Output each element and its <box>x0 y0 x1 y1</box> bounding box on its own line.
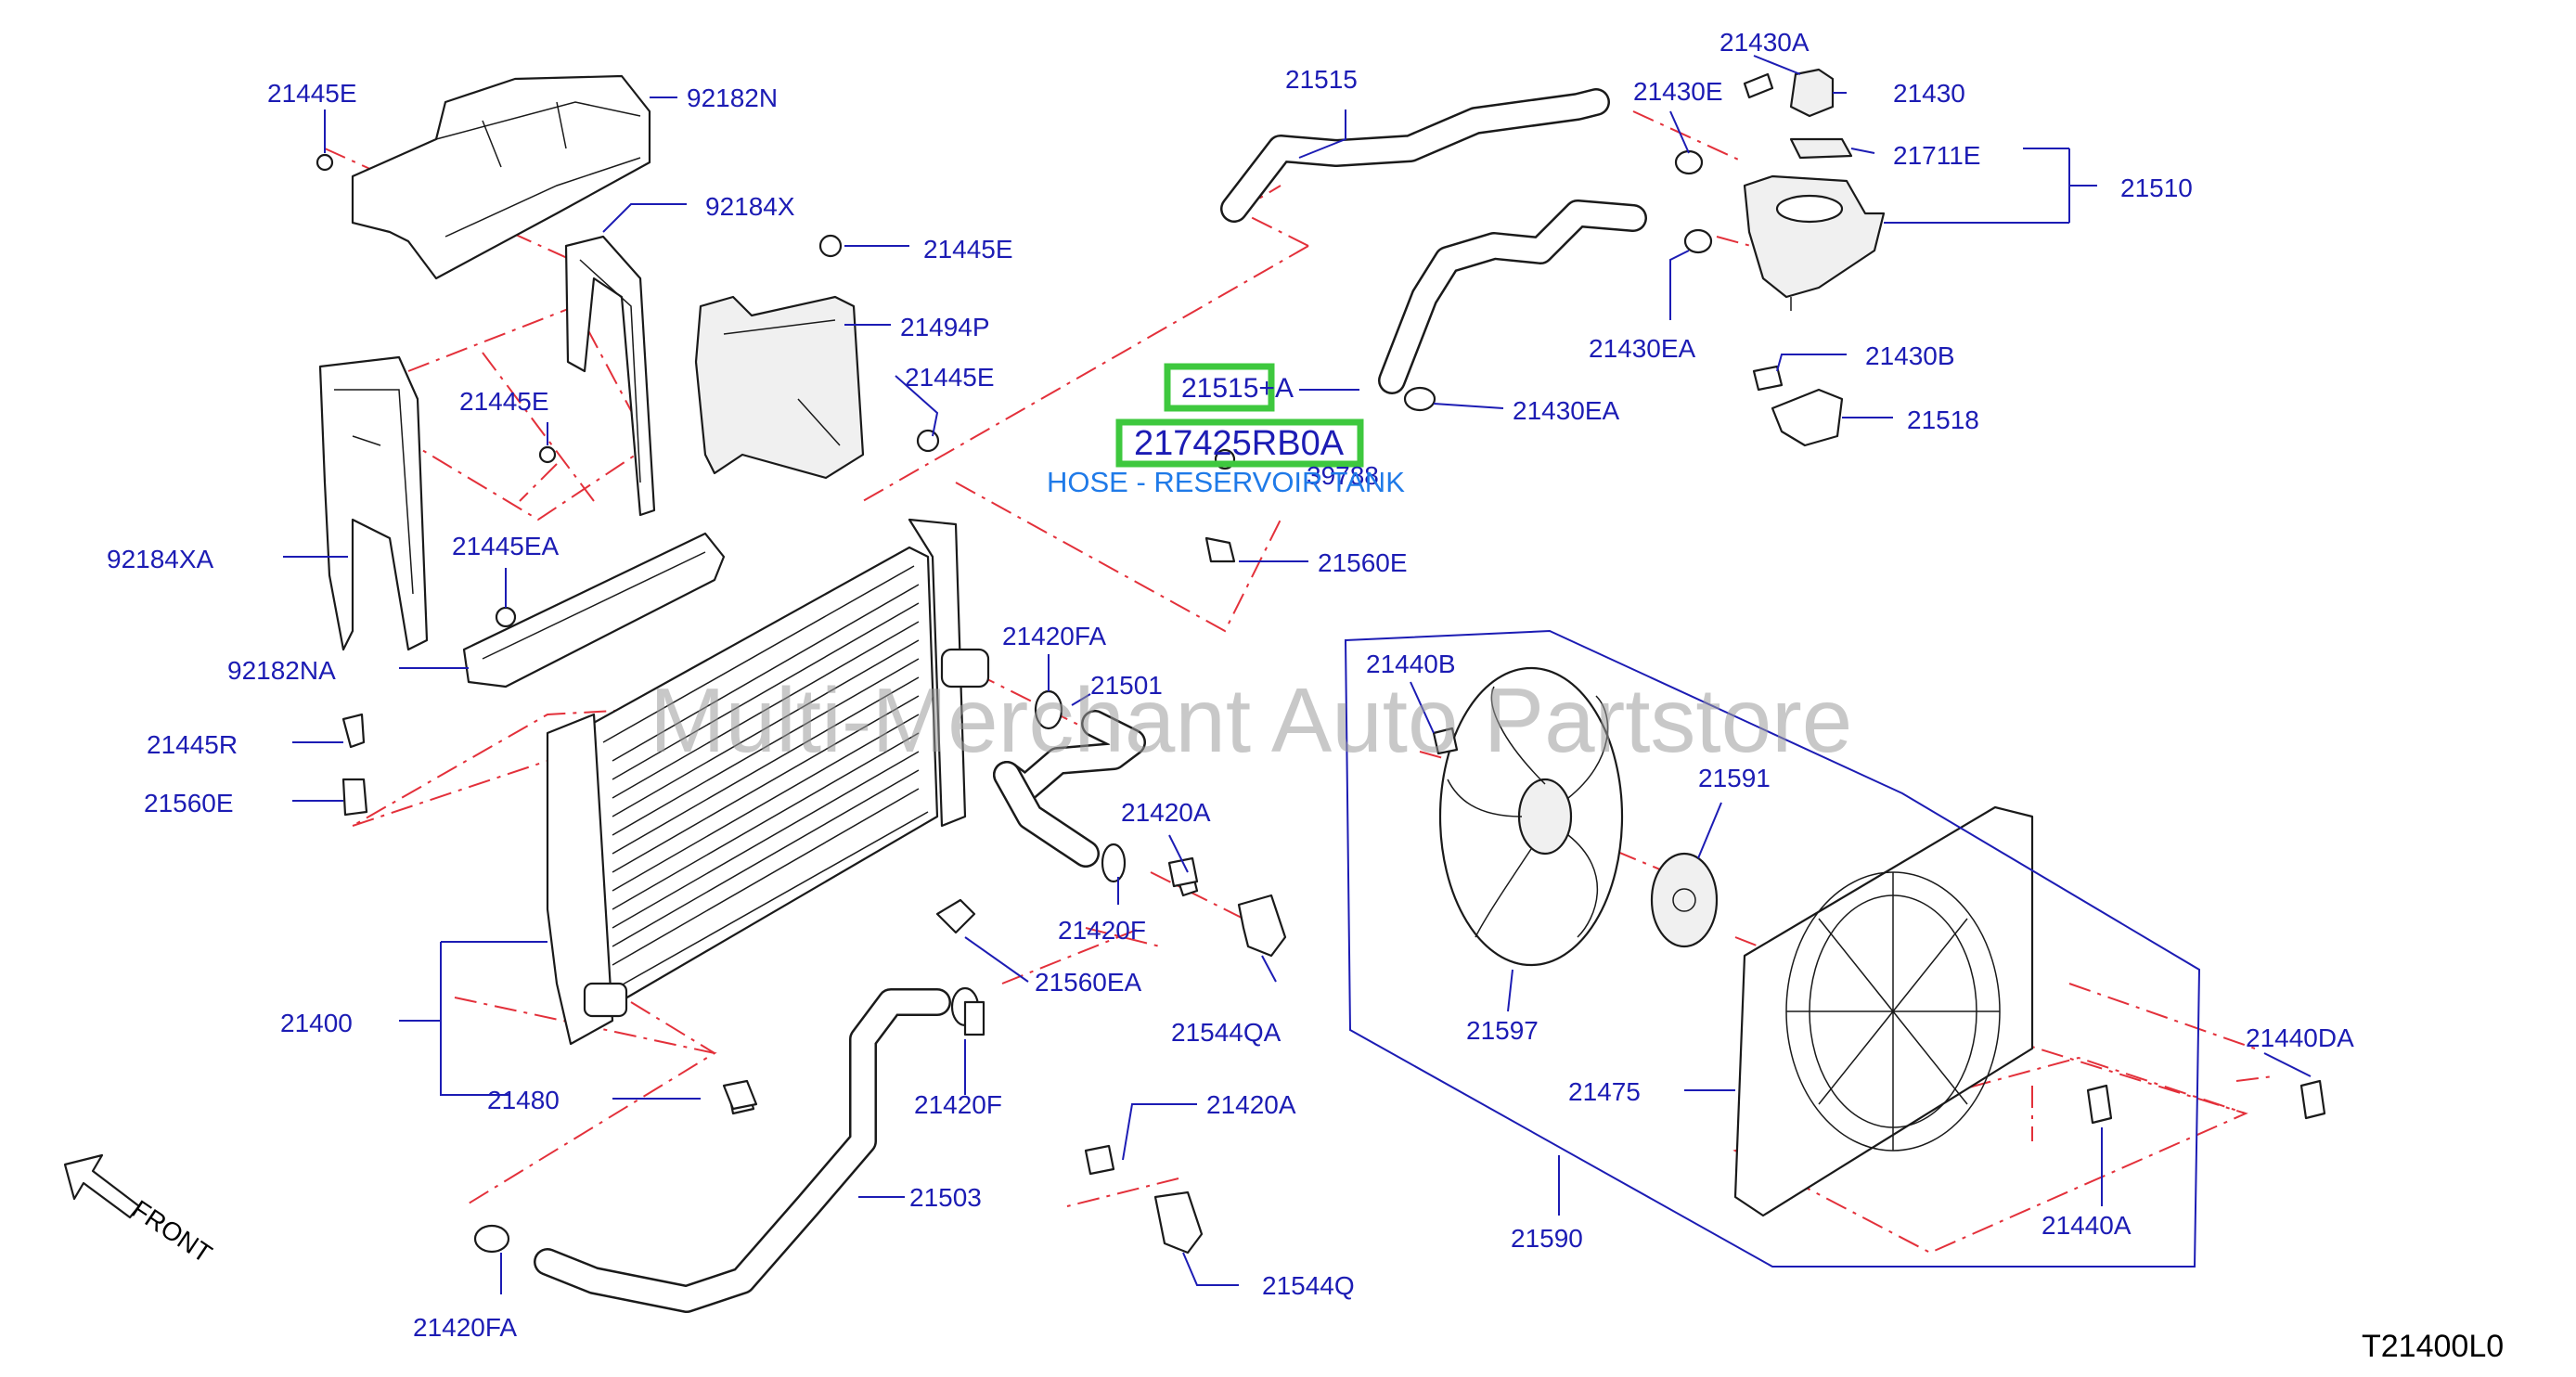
reservoir-tank-21510 <box>1743 174 1886 311</box>
highlight-boxes <box>1115 363 1364 468</box>
label-21445EA[interactable]: 21445EA <box>452 532 560 560</box>
label-21420A-b[interactable]: 21420A <box>1206 1090 1296 1119</box>
label-21510[interactable]: 21510 <box>2120 174 2193 202</box>
radiator-21400 <box>546 518 990 1046</box>
front-orientation: FRONT <box>63 1153 217 1268</box>
label-21560E-a[interactable]: 21560E <box>144 789 234 817</box>
label-21430E[interactable]: 21430E <box>1633 77 1723 106</box>
upper-shroud-92182N <box>351 74 651 280</box>
part-labels: 21445E 92182N 92184X 21445E 21494P 21445… <box>107 28 2354 1342</box>
bracket-21518 <box>1771 388 1844 447</box>
label-21430B[interactable]: 21430B <box>1865 341 1955 370</box>
label-92184XA[interactable]: 92184XA <box>107 545 214 573</box>
side-air-guide-92184X <box>564 235 656 517</box>
front-arrow-icon <box>63 1153 141 1219</box>
reservoir-cap-21430 <box>1789 68 1835 118</box>
label-21440A[interactable]: 21440A <box>2041 1211 2132 1240</box>
label-21445E-d[interactable]: 21445E <box>459 387 549 416</box>
label-21711E[interactable]: 21711E <box>1893 141 1980 170</box>
label-21518[interactable]: 21518 <box>1907 405 1979 434</box>
label-21475[interactable]: 21475 <box>1568 1077 1641 1106</box>
label-21501[interactable]: 21501 <box>1090 671 1163 700</box>
part-number-label[interactable]: 217425RB0A <box>1134 424 1345 463</box>
diagram-code: T21400L0 <box>2362 1329 2504 1364</box>
label-21430A[interactable]: 21430A <box>1719 28 1810 57</box>
label-21560EA[interactable]: 21560EA <box>1035 968 1142 997</box>
label-21430[interactable]: 21430 <box>1893 79 1965 108</box>
label-21560E-b[interactable]: 21560E <box>1318 548 1408 577</box>
label-21420F-a[interactable]: 21420F <box>1058 916 1146 945</box>
label-21400[interactable]: 21400 <box>280 1009 353 1037</box>
label-21494P[interactable]: 21494P <box>900 313 990 341</box>
label-92184X[interactable]: 92184X <box>705 192 795 221</box>
label-21445R[interactable]: 21445R <box>147 730 238 759</box>
part-number-highlight-box <box>1115 418 1364 468</box>
label-21420FA-b[interactable]: 21420FA <box>413 1313 517 1342</box>
label-21503[interactable]: 21503 <box>909 1183 982 1212</box>
label-21420A-a[interactable]: 21420A <box>1121 798 1211 827</box>
label-21445E-b[interactable]: 21445E <box>923 235 1013 264</box>
brackets-21544 <box>1084 856 1287 1255</box>
label-21591[interactable]: 21591 <box>1698 764 1771 792</box>
air-guide-21494P <box>694 295 865 480</box>
fan-shroud-21475 <box>1733 805 2034 1217</box>
label-39788[interactable]: 39788 <box>1307 461 1379 490</box>
label-21440B[interactable]: 21440B <box>1366 650 1456 678</box>
cooling-fan-21597 <box>1438 666 1624 967</box>
label-21544QA[interactable]: 21544QA <box>1171 1018 1282 1047</box>
fan-bolts <box>1432 727 2326 1125</box>
hose-reservoir-tank <box>1378 199 1647 394</box>
label-21430EA-b[interactable]: 21430EA <box>1513 396 1620 425</box>
label-21420FA-a[interactable]: 21420FA <box>1002 622 1106 650</box>
label-21544Q[interactable]: 21544Q <box>1262 1271 1355 1300</box>
fan-motor-21591 <box>1650 852 1719 948</box>
lower-shroud-92182NA <box>462 532 726 688</box>
label-92182NA[interactable]: 92182NA <box>227 656 336 685</box>
watermark-text: Multi-Merchant Auto Partstore <box>650 669 1852 771</box>
label-plate-21711E <box>1789 137 1853 160</box>
label-21445E-c[interactable]: 21445E <box>905 363 995 392</box>
lower-hose-21503 <box>534 988 951 1313</box>
drain-plug-21480 <box>722 1079 758 1111</box>
leader-lines <box>283 55 2312 1294</box>
label-21440DA[interactable]: 21440DA <box>2246 1023 2354 1052</box>
label-21430EA-a[interactable]: 21430EA <box>1589 334 1696 363</box>
kit-number-label[interactable]: 21515+A <box>1181 373 1294 404</box>
label-21597[interactable]: 21597 <box>1466 1016 1539 1045</box>
hose-21515 <box>1220 88 1610 223</box>
label-21590[interactable]: 21590 <box>1511 1224 1583 1253</box>
label-21445E-a[interactable]: 21445E <box>267 79 357 108</box>
label-21420F-b[interactable]: 21420F <box>914 1090 1002 1119</box>
upper-hose-21501 <box>993 710 1146 868</box>
hose-clamps <box>473 149 1713 1254</box>
label-21515[interactable]: 21515 <box>1285 65 1358 94</box>
label-21480[interactable]: 21480 <box>487 1086 560 1114</box>
label-92182N[interactable]: 92182N <box>687 84 778 112</box>
part-description-label: HOSE - RESERVOIR TANK <box>1047 466 1405 498</box>
front-label: FRONT <box>127 1194 217 1268</box>
kit-number-highlight-box <box>1164 363 1275 412</box>
side-air-guide-92184XA <box>318 355 429 651</box>
